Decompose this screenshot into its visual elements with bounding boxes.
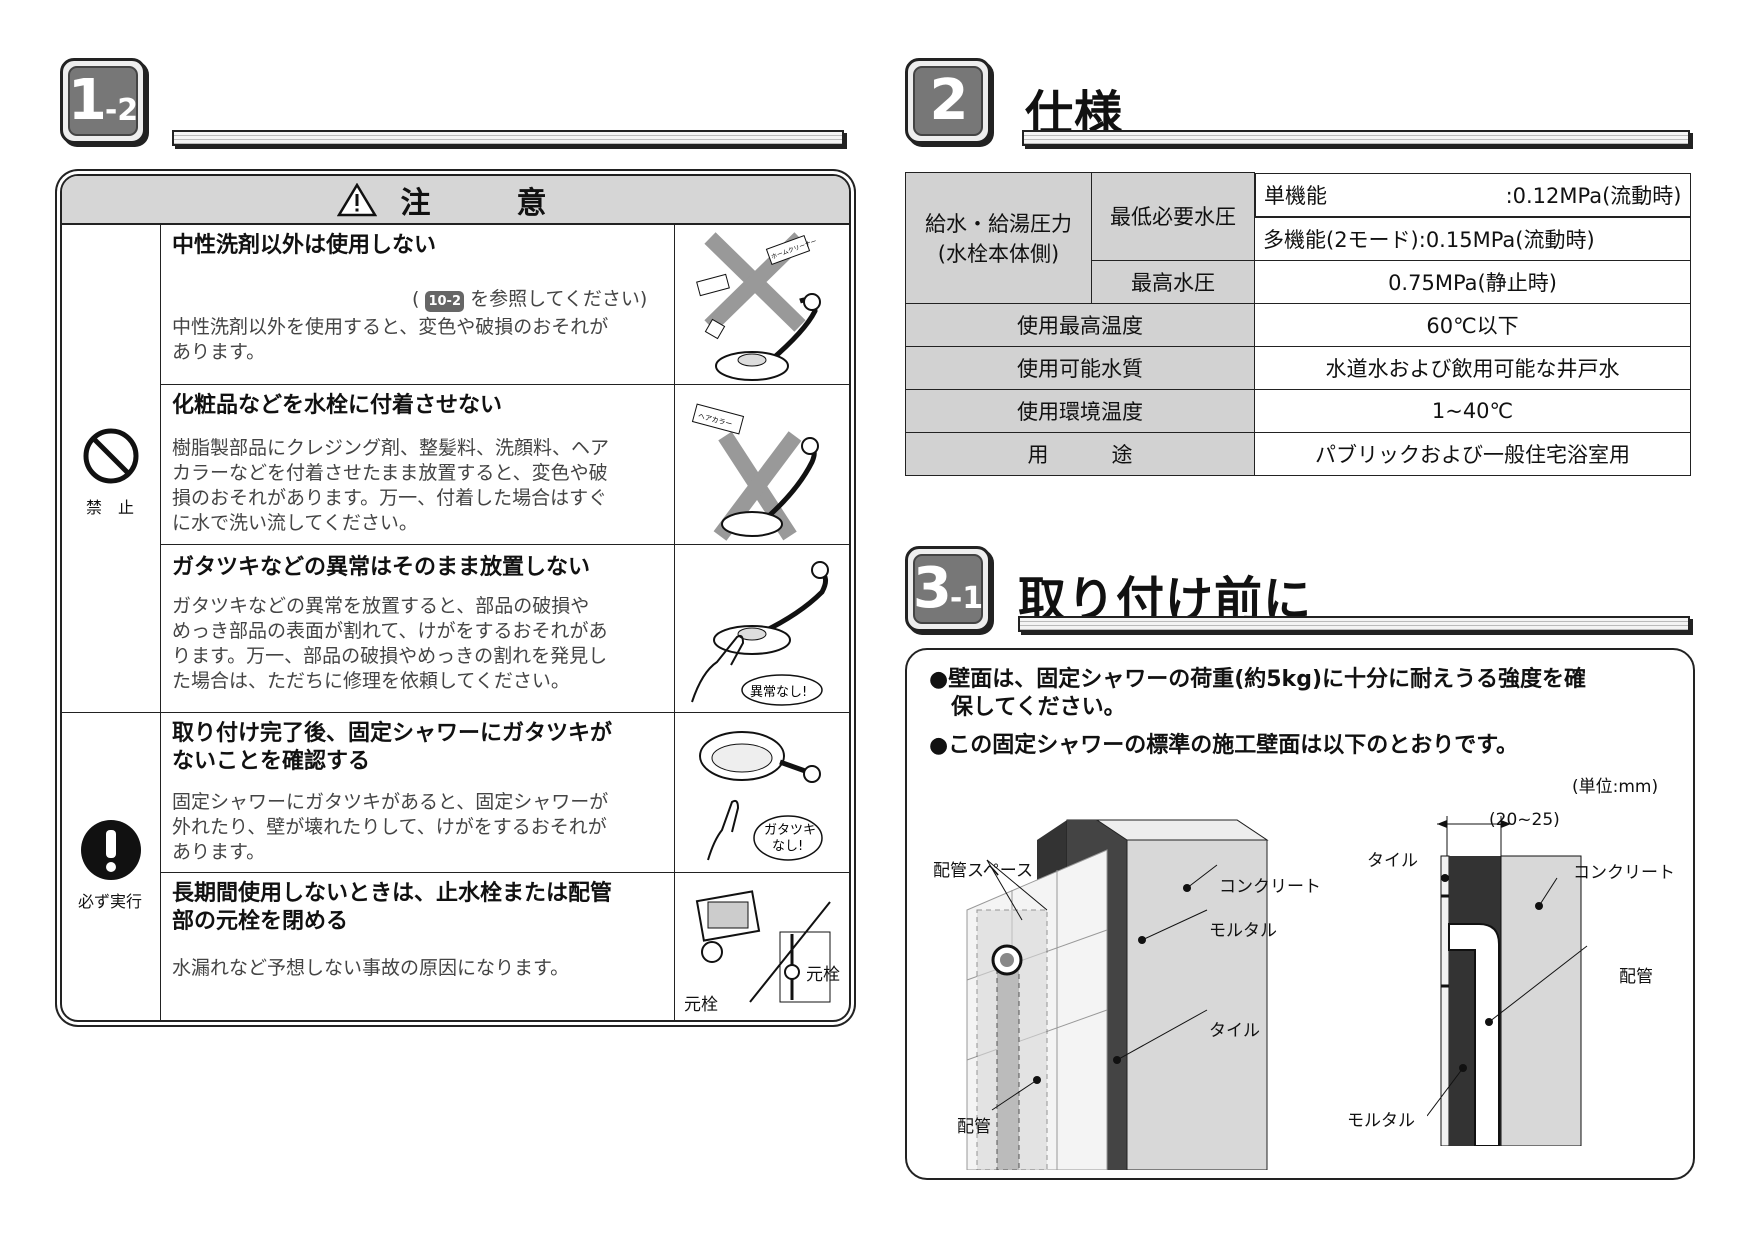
shower-check-illustration: 異常なし! xyxy=(691,561,829,706)
bullet-standard-wall: ●この固定シャワーの標準の施工壁面は以下のとおりです。 xyxy=(929,733,1518,758)
reference-badge: 10-2 xyxy=(425,291,465,312)
warning-triangle-icon xyxy=(336,182,377,216)
detergent-shower-illustration: ホームクリーナー xyxy=(696,232,821,381)
spec-row-label: 使用最高温度 xyxy=(905,302,1255,347)
section-rule-3-1 xyxy=(1018,616,1690,632)
left-tile-label: タイル xyxy=(1209,1021,1260,1041)
item1-title: 中性洗剤以外は使用しない xyxy=(172,233,437,258)
bubble-text-2: なし! xyxy=(772,839,803,854)
main-valve-label-right: 元栓 xyxy=(806,965,840,985)
left-pipe-label: 配管 xyxy=(957,1117,991,1137)
spec-row-label: 使用環境温度 xyxy=(905,388,1255,433)
single-function-cell: 単機能:0.12MPa(流動時) xyxy=(1255,172,1691,217)
spec-table: 給水・給湯圧力(水栓本体側) 最低必要水圧 単機能:0.12MPa(流動時) 多… xyxy=(905,172,1691,476)
spec-row-value: 水道水および飲用可能な井戸水 xyxy=(1254,345,1691,390)
spec-row-label: 用 途 xyxy=(905,431,1255,476)
main-valve-label-left: 元栓 xyxy=(684,995,718,1015)
pressure-label: 給水・給湯圧力(水栓本体側) xyxy=(905,172,1092,304)
spec-row-label: 使用可能水質 xyxy=(905,345,1255,390)
right-pipe-label: 配管 xyxy=(1619,967,1653,987)
section-rule-1-2 xyxy=(172,130,844,146)
section-badge-2: 2 xyxy=(905,58,991,144)
wall-section-diagram xyxy=(1427,816,1588,1146)
left-pipe-space-label: 配管スペース xyxy=(933,861,1033,881)
caution-box: 注 意 禁 止 必ず実行 中性洗剤以外は使用しない ( 10-2 を参照してくだ… xyxy=(60,174,851,1022)
bubble-text-ok: 異常なし! xyxy=(750,685,807,700)
right-dim-label: (20~25) xyxy=(1489,810,1560,830)
caution-header: 注 意 xyxy=(62,176,849,225)
showerhead-check-illustration: ガタツキ なし! xyxy=(699,731,823,861)
left-concrete-label: コンクリート xyxy=(1219,877,1321,897)
item4-title: 取り付け完了後、固定シャワーにガタツキがないことを確認する xyxy=(172,721,613,774)
item3-body: ガタツキなどの異常を放置すると、部品の破損やめっき部品の表面が割れて、けがをする… xyxy=(172,595,608,692)
max-pressure-value: 0.75MPa(静止時) xyxy=(1254,259,1691,304)
item5-title: 長期間使用しないときは、止水栓または配管部の元栓を閉める xyxy=(172,881,613,934)
item4-body: 固定シャワーにガタツキがあると、固定シャワーが外れたり、壁が壊れたりして、けがを… xyxy=(172,791,609,863)
item1-body: 中性洗剤以外を使用すると、変色や破損のおそれがあります。 xyxy=(172,316,609,363)
section-badge-1-2: 1-2 xyxy=(60,58,146,144)
right-mortar-label: モルタル xyxy=(1347,1111,1415,1131)
item1-reference: ( 10-2 を参照してください) xyxy=(412,288,648,312)
main-valve-illustration xyxy=(695,890,831,1003)
category-must-label: 必ず実行 xyxy=(77,892,142,911)
item2-body: 樹脂製部品にクレジング剤、整髪料、洗顔料、ヘアカラーなどを付着させたまま放置する… xyxy=(172,437,610,534)
section-badge-3-1: 3-1 xyxy=(905,546,991,632)
install-notes-box: ●壁面は、固定シャワーの荷重(約5kg)に十分に耐えうる強度を確 保してください… xyxy=(905,648,1695,1180)
multi-function-cell: 多機能(2モード):0.15MPa(流動時) xyxy=(1254,216,1691,261)
item2-title: 化粧品などを水栓に付着させない xyxy=(172,393,503,418)
item3-title: ガタツキなどの異常はそのまま放置しない xyxy=(172,555,591,580)
right-tile-label: タイル xyxy=(1367,851,1418,871)
left-mortar-label: モルタル xyxy=(1209,921,1277,941)
cosmetics-shower-illustration: ヘアカラー xyxy=(691,403,819,541)
item5-body: 水漏れなど予想しない事故の原因になります。 xyxy=(172,957,570,979)
min-pressure-label: 最低必要水圧 xyxy=(1091,172,1255,261)
prohibit-icon xyxy=(83,428,139,484)
max-pressure-label: 最高水圧 xyxy=(1091,259,1255,304)
bubble-text-1: ガタツキ xyxy=(764,823,816,838)
spec-row-value: 1~40℃ xyxy=(1254,388,1691,433)
right-concrete-label: コンクリート xyxy=(1573,863,1675,883)
unit-label: (単位:mm) xyxy=(1572,777,1659,797)
spec-row-value: パブリックおよび一般住宅浴室用 xyxy=(1254,431,1691,476)
caution-title: 注 意 xyxy=(400,185,575,221)
section-rule-2 xyxy=(1022,130,1690,146)
wall-perspective-diagram xyxy=(966,819,1269,1170)
bullet-wall-strength: ●壁面は、固定シャワーの荷重(約5kg)に十分に耐えうる強度を確 保してください… xyxy=(929,667,1586,720)
category-prohibit-label: 禁 止 xyxy=(85,498,134,517)
exclamation-icon xyxy=(81,820,141,880)
spec-row-value: 60℃以下 xyxy=(1254,302,1691,347)
